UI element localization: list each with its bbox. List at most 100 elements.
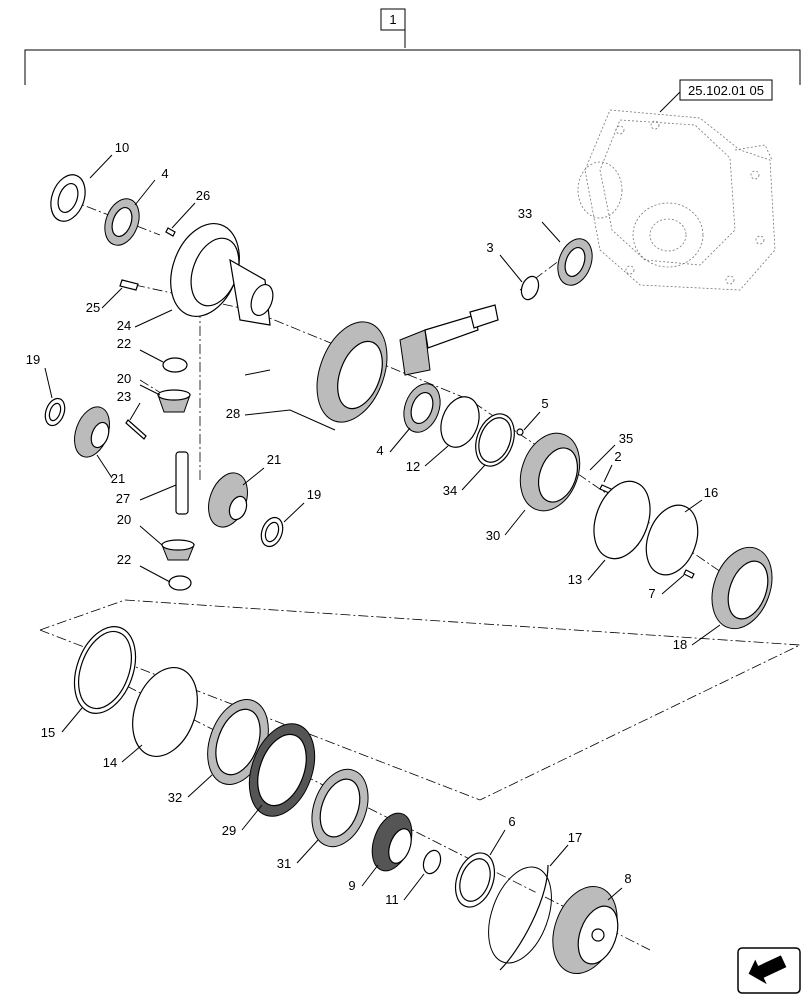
- part-24-differential-case: [170, 222, 274, 326]
- part-19-washer-left: [44, 397, 66, 427]
- callout-leader-c24: [134, 309, 173, 328]
- callout-c24[interactable]: 24: [117, 318, 131, 333]
- callout-leader-c12: [424, 445, 449, 467]
- callout-c9[interactable]: 9: [348, 878, 355, 893]
- callout-leader-c19b: [283, 502, 305, 523]
- callout-leader-c21b: [242, 467, 265, 486]
- part-21-side-gear-right: [208, 472, 248, 528]
- reference-label[interactable]: 25.102.01 05: [688, 83, 764, 98]
- callout-leader-c16: [684, 499, 703, 513]
- part-20-pinion-top: [157, 389, 191, 413]
- callout-c19a[interactable]: 19: [26, 352, 40, 367]
- part-34-ring: [475, 413, 515, 467]
- callout-leader-c3: [499, 254, 523, 283]
- callout-c16[interactable]: 16: [704, 485, 718, 500]
- callout-c22a[interactable]: 22: [117, 336, 131, 351]
- callout-leader-c5: [523, 411, 541, 431]
- callout-c11[interactable]: 11: [385, 892, 399, 907]
- callout-leader-c14: [121, 744, 143, 763]
- callout-c4a[interactable]: 4: [161, 166, 168, 181]
- callout-c4b[interactable]: 4: [376, 443, 383, 458]
- callout-c33[interactable]: 33: [518, 206, 532, 221]
- callout-c8[interactable]: 8: [624, 871, 631, 886]
- part-22-thrust-washer-top: [162, 357, 188, 373]
- part-5-pin: [516, 428, 524, 436]
- callout-leader-c21a: [96, 454, 113, 479]
- callout-c32[interactable]: 32: [168, 790, 182, 805]
- callout-leader-c10: [89, 154, 113, 179]
- callout-c5[interactable]: 5: [541, 396, 548, 411]
- callout-c21b[interactable]: 21: [267, 452, 281, 467]
- callout-c14[interactable]: 14: [103, 755, 117, 770]
- callout-leader-c6: [489, 829, 506, 856]
- callout-leader-c22b: [139, 565, 171, 583]
- callout-c13[interactable]: 13: [568, 572, 582, 587]
- callout-c23[interactable]: 23: [117, 389, 131, 404]
- callout-leader-c2: [603, 464, 613, 483]
- part-9-hub: [371, 812, 413, 872]
- callout-c15[interactable]: 15: [41, 725, 55, 740]
- part-25-bolt: [119, 279, 139, 291]
- callout-c19b[interactable]: 19: [307, 487, 321, 502]
- callout-c6[interactable]: 6: [508, 814, 515, 829]
- callout-c31[interactable]: 31: [277, 856, 291, 871]
- callout-c10[interactable]: 10: [115, 140, 129, 155]
- callout-c22b[interactable]: 22: [117, 552, 131, 567]
- part-4-bearing-top: [104, 198, 140, 246]
- callout-leader-c34: [461, 464, 486, 491]
- callout-c2[interactable]: 2: [614, 449, 621, 464]
- part-4-bearing-lower: [403, 383, 441, 433]
- callout-c34[interactable]: 34: [443, 483, 457, 498]
- callout-leader-c26: [171, 202, 196, 229]
- callout-c25[interactable]: 25: [86, 300, 100, 315]
- part-27-cross-shaft: [175, 451, 189, 515]
- part-16-seal: [645, 504, 699, 576]
- part-14-disc: [132, 666, 198, 758]
- callout-leader-c25: [101, 287, 123, 309]
- callout-c18[interactable]: 18: [673, 637, 687, 652]
- callout-c29[interactable]: 29: [222, 823, 236, 838]
- callout-leader-c29: [241, 804, 263, 831]
- callout-c20b[interactable]: 20: [117, 512, 131, 527]
- callout-leader-c33: [541, 221, 561, 243]
- part-21-side-gear-left: [74, 406, 110, 458]
- part-13-seal: [593, 480, 651, 560]
- callout-c28[interactable]: 28: [226, 406, 240, 421]
- callout-c30[interactable]: 30: [486, 528, 500, 543]
- callout-leader-c11: [403, 873, 425, 901]
- part-15-disc: [73, 626, 137, 714]
- callout-c17[interactable]: 17: [568, 830, 582, 845]
- callout-leader-c4b: [389, 427, 411, 453]
- callout-c21a[interactable]: 21: [111, 471, 125, 486]
- part-22-thrust-washer-bottom: [168, 575, 192, 591]
- part-12-shim: [440, 396, 480, 448]
- callout-leader-c32: [187, 774, 213, 798]
- callout-leader-c13: [587, 559, 606, 581]
- callout-leader-c19a: [44, 367, 53, 399]
- callout-c3[interactable]: 3: [486, 240, 493, 255]
- callout-leader-c20b: [139, 525, 163, 546]
- part-7-pin: [683, 569, 695, 579]
- callout-c27[interactable]: 27: [116, 491, 130, 506]
- reference-label-box: [679, 79, 773, 101]
- assembly-label[interactable]: 1: [389, 12, 396, 27]
- navigation-arrow-icon[interactable]: [737, 947, 801, 994]
- callout-leader-c22a: [139, 349, 164, 363]
- part-11-snap-ring: [422, 849, 442, 875]
- callout-leader-c20a: [139, 384, 161, 396]
- callout-leader-c17: [549, 844, 569, 867]
- assembly-bracket: 1: [24, 8, 801, 85]
- part-18-cover: [711, 546, 773, 630]
- callout-leader-c35: [589, 444, 616, 471]
- part-30-piston: [519, 432, 581, 512]
- part-6-ring: [454, 852, 496, 908]
- callout-c20a[interactable]: 20: [117, 371, 131, 386]
- callout-c12[interactable]: 12: [406, 459, 420, 474]
- callout-c26[interactable]: 26: [196, 188, 210, 203]
- part-19-washer-right: [260, 516, 284, 548]
- callout-c35[interactable]: 35: [619, 431, 633, 446]
- callout-c7[interactable]: 7: [648, 586, 655, 601]
- callout-leader-c7: [661, 574, 685, 595]
- reference-leader: [659, 91, 681, 113]
